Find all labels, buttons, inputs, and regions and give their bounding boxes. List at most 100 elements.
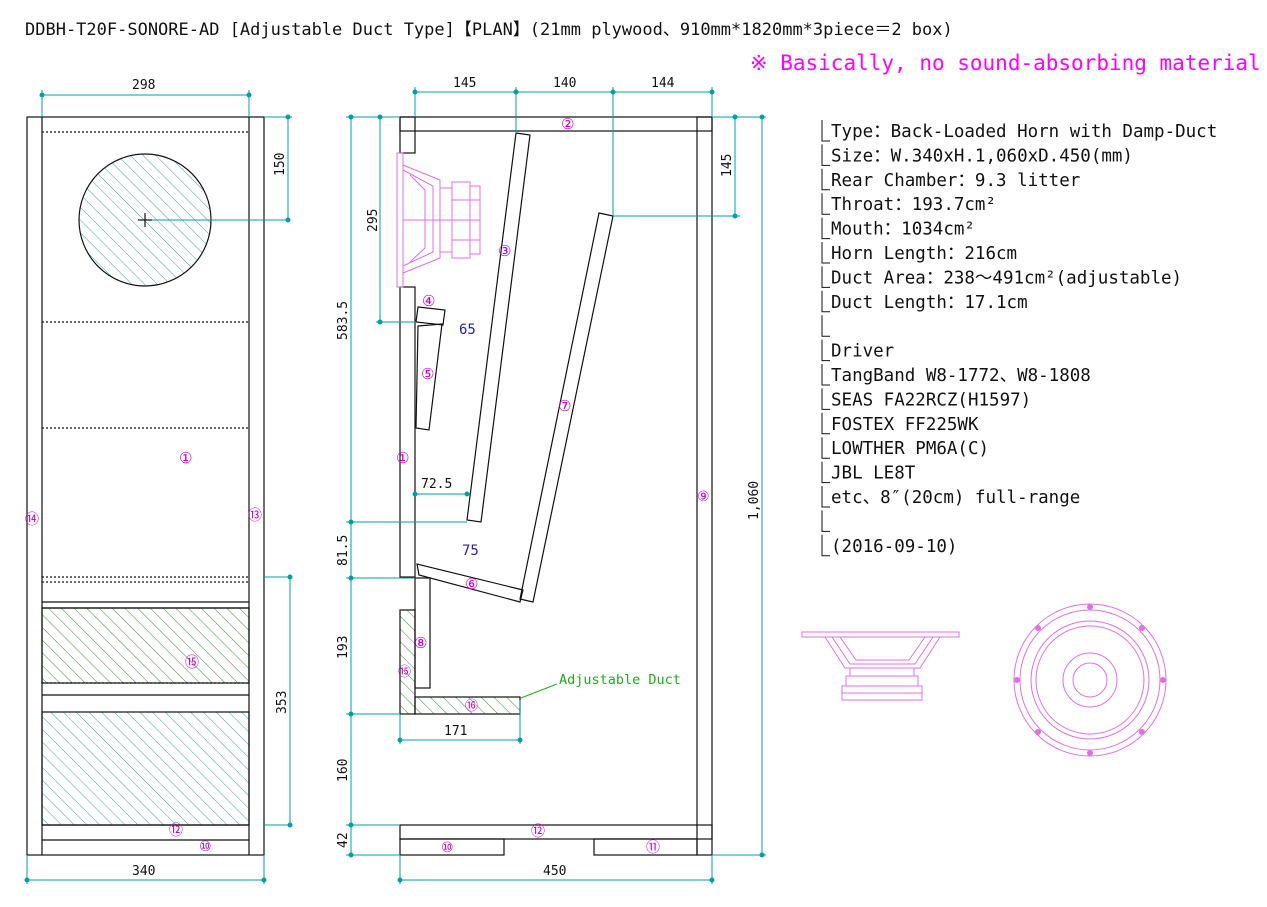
dim-side-top-b: 140 [553,76,576,91]
part-label-12-front: ⑫ [169,823,183,839]
part-label-16: ⑯ [465,699,478,714]
spec-line: Mouth：1034cm² [831,220,975,240]
part-label-11: ⑪ [646,840,660,856]
side-front-baffle [399,286,416,578]
spec-line-mark [821,486,830,508]
spec-line-mark [821,290,830,313]
side-bottom-panel [399,824,713,840]
dim-side-height-1060: 1,060 [747,481,762,520]
spec-line-mark [821,144,830,166]
spec-line: Duct Area：238〜491cm²(adjustable) [831,268,1182,288]
part-label-15-side: ⑮ [398,665,411,680]
spec-line-mark [821,217,830,240]
part-label-2: ② [561,115,574,133]
spec-line-mark [821,168,830,191]
dim-side-left-81: 81.5 [336,535,351,566]
dim-front-bottom-width: 340 [132,864,155,879]
spec-line-mark [821,412,830,435]
part-label-7: ⑦ [558,397,571,415]
part-label-12-side: ⑫ [531,824,545,840]
dim-side-left-160: 160 [336,759,351,782]
part-label-10-front: ⑩ [199,839,212,855]
dim-front-driver-offset: 150 [273,153,288,176]
spec-line: TangBand W8-1772、W8-1808 [831,366,1091,386]
dim-side-bottom-450: 450 [543,864,566,879]
spec-line: LOWTHER PM6A(C) [831,439,989,459]
part-label-6: ⑥ [465,575,478,593]
spec-line: SEAS FA22RCZ(H1597) [831,390,1031,410]
spec-line: JBL LE8T [831,464,916,484]
front-outline [26,116,265,856]
dim-side-left-193: 193 [336,636,351,659]
spec-line: FOSTEX FF225WK [831,415,979,435]
spec-line-mark [821,120,830,142]
drawing-title: DDBH-T20F-SONORE-AD [Adjustable Duct Typ… [25,20,953,40]
horn-board-3 [466,132,531,523]
spec-line: etc、8″(20cm) full-range [831,488,1080,508]
spec-line-mark [821,339,830,362]
board-5 [415,323,443,431]
dim-side-driver-295: 295 [366,209,381,232]
dim-side-top-c: 144 [651,76,675,91]
spec-line-mark [821,242,830,264]
spec-line: Driver [831,342,894,362]
side-dimensions [346,87,766,884]
part-label-8: ⑧ [414,634,427,652]
side-foot-back [593,838,698,856]
spec-line-mark [821,315,830,337]
dim-front-top-width: 298 [132,78,155,93]
front-view [26,116,265,856]
spec-line-mark [821,388,830,410]
driver-side-drawing [396,152,481,288]
part-label-9: ⑨ [697,489,710,505]
side-top-panel [399,116,713,132]
part-label-5: ⑤ [421,365,434,383]
spec-line-mark [821,510,830,532]
duct-board-15 [399,609,416,715]
spec-line-mark [821,193,830,215]
dim-side-left-42: 42 [336,832,351,848]
adjustable-duct-label: Adjustable Duct [559,672,681,688]
front-duct-hatch [41,607,250,684]
side-foot-front [399,838,505,856]
dim-side-throat-72: 72.5 [421,477,452,492]
driver-front-drawing [1013,603,1167,757]
spec-line: Duct Length：17.1cm [831,293,1028,313]
spec-list: Type：Back-Loaded Horn with Damp-DuctSize… [821,120,1217,557]
spec-line: Throat：193.7cm² [831,195,996,215]
spec-line-mark [821,266,830,288]
spec-line-mark [821,437,830,459]
label-75: 75 [462,543,479,559]
dim-side-top-a: 145 [453,76,476,91]
part-label-13: ⑬ [248,508,262,524]
spec-line: Horn Length：216cm [831,244,1017,264]
spec-line-mark [821,534,830,557]
part-label-15-front: ⑮ [185,655,199,671]
part-label-14: ⑭ [25,512,39,528]
driver-profile-drawing [801,631,960,701]
label-65: 65 [459,322,476,338]
part-label-1-side: ① [396,449,409,467]
horn-board-7 [519,212,614,603]
dim-side-right-145: 145 [720,154,735,177]
spec-line-mark [821,364,830,386]
part-label-10-side: ⑩ [441,840,454,856]
front-bottom-hatch [41,711,250,826]
part-label-4: ④ [422,292,435,310]
side-view [399,116,713,856]
spec-line: Type：Back-Loaded Horn with Damp-Duct [831,122,1217,142]
horn-board-6 [416,563,524,603]
notice-text: ※ Basically, no sound-absorbing material… [750,51,1267,75]
spec-line: Size：W.340xH.1,060xD.450(mm) [831,146,1133,166]
dim-front-lower-height: 353 [275,691,290,714]
duct-board-8 [414,577,431,689]
part-label-1-front: ① [179,449,192,467]
dim-side-duct-171: 171 [444,724,467,739]
front-dimensions [24,90,293,884]
dim-side-left-583: 583.5 [336,301,351,340]
side-back-panel [696,116,713,856]
spec-line-mark [821,461,830,484]
part-label-3: ③ [498,242,511,260]
spec-line: (2016-09-10) [831,537,957,557]
